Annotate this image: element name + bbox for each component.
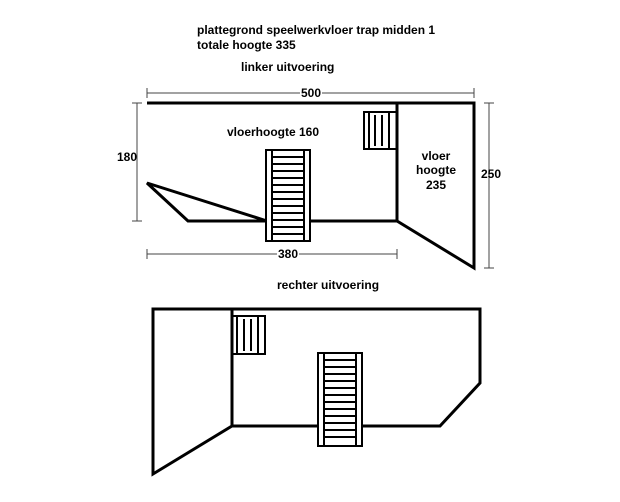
title-line-1: plattegrond speelwerkvloer trap midden 1 <box>197 23 436 37</box>
dim-label-right-height: 250 <box>481 167 502 181</box>
right-upper-ladder <box>231 315 266 355</box>
right-version-plan <box>151 307 482 477</box>
title-line-2: totale hoogte 335 <box>197 38 296 52</box>
left-version-heading: linker uitvoering <box>241 60 335 74</box>
right-version-heading: rechter uitvoering <box>277 278 380 292</box>
dim-label-top-width: 500 <box>299 86 323 100</box>
dim-label-left-height: 180 <box>117 150 138 164</box>
floor-height-label: vloerhoogte 160 <box>227 125 320 139</box>
left-floor-outline <box>145 101 476 271</box>
left-version-plan <box>132 88 494 271</box>
left-upper-ladder <box>363 111 398 150</box>
right-floor-outline <box>151 307 482 477</box>
side-floor-label-line-3: 235 <box>425 178 447 192</box>
side-floor-label-line-2: hoogte <box>416 163 456 177</box>
left-central-staircase <box>265 149 311 242</box>
dim-label-bottom-width: 380 <box>276 247 300 261</box>
side-floor-label-line-1: vloer <box>421 149 451 163</box>
right-central-staircase <box>317 352 363 447</box>
